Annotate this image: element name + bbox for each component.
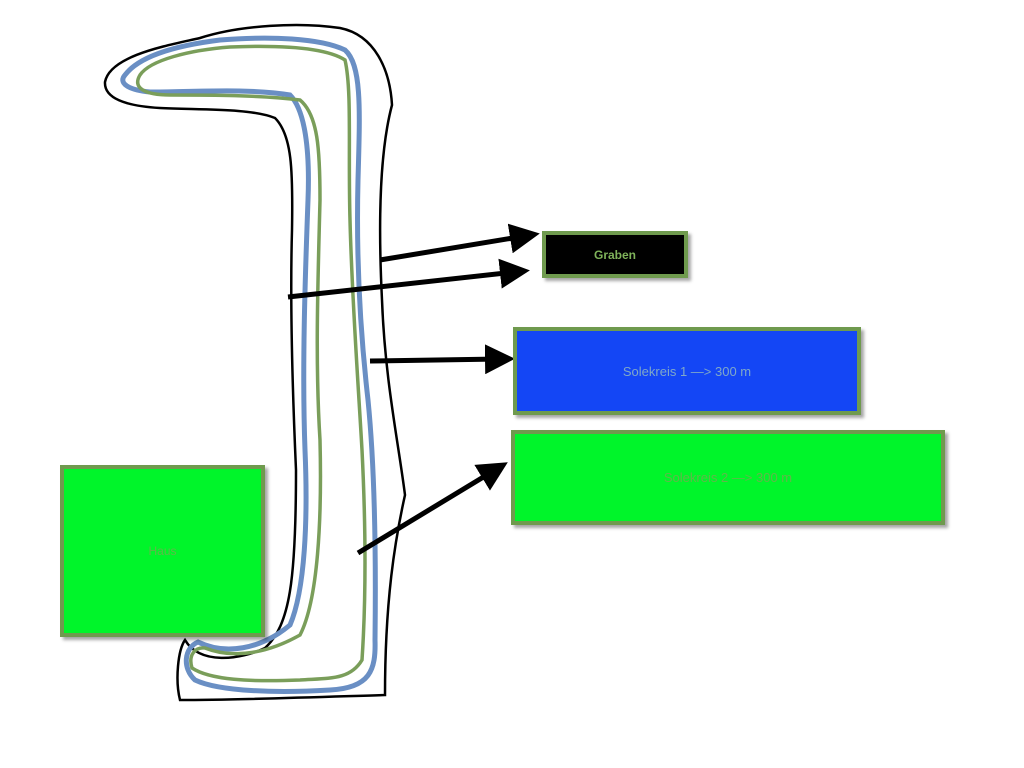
arrow-to-solekreis-1 — [369, 344, 515, 375]
solekreis-1-box: Solekreis 1 —> 300 m — [513, 327, 861, 415]
graben-label: Graben — [593, 247, 636, 262]
graben-box: Graben — [542, 231, 688, 278]
pipe-green — [136, 44, 367, 683]
arrow-to-solekreis-2 — [356, 462, 508, 556]
haus-box: Haus — [60, 465, 265, 637]
pipe-blue — [120, 35, 378, 694]
solekreis-2-box: Solekreis 2 —> 300 m — [511, 430, 945, 525]
haus-label: Haus — [148, 544, 177, 558]
solekreis-2-label: Solekreis 2 —> 300 m — [663, 470, 793, 485]
solekreis-1-label: Solekreis 1 —> 300 m — [622, 363, 752, 379]
arrow-to-graben-1 — [379, 223, 540, 263]
trench-outline — [103, 23, 407, 702]
arrow-to-graben-2 — [287, 258, 530, 300]
